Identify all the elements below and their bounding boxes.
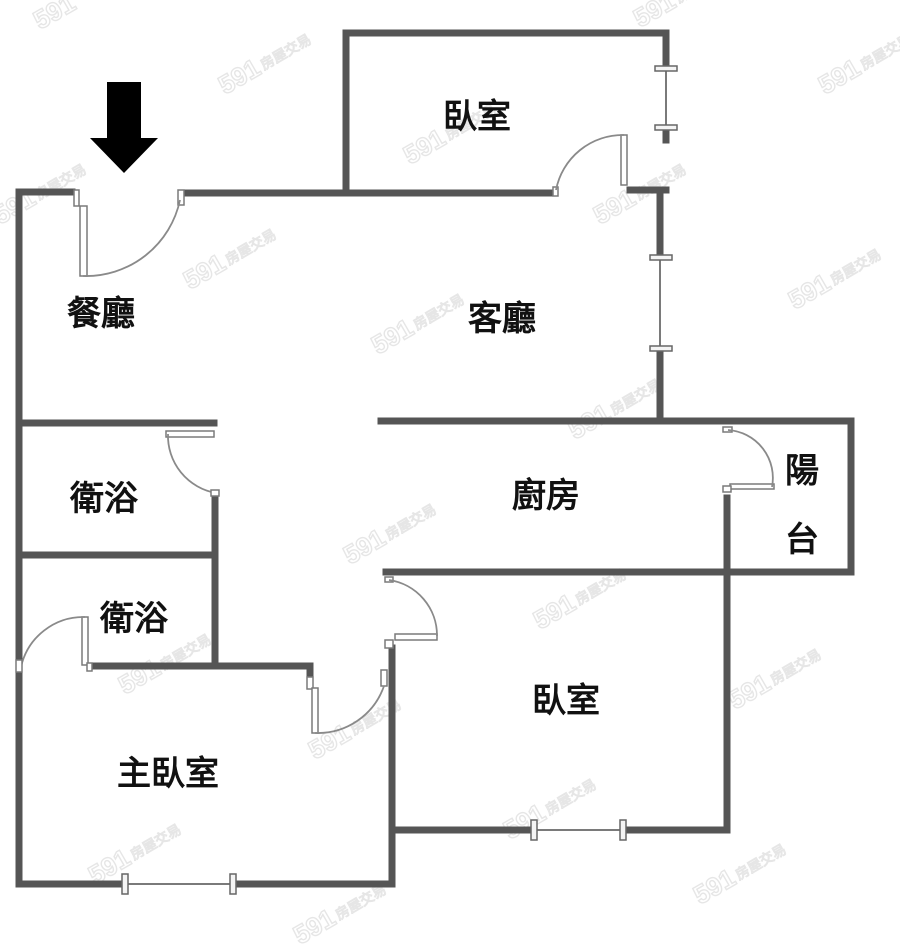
svg-text:房屋交易: 房屋交易 (32, 161, 89, 204)
room-label-bedroom-bottom: 臥室 (532, 681, 600, 721)
room-label-bath-1: 衛浴 (69, 479, 139, 519)
svg-text:房屋交易: 房屋交易 (257, 31, 314, 74)
svg-text:房屋交易: 房屋交易 (767, 646, 824, 689)
room-label-living: 客廳 (468, 299, 536, 339)
entrance-door[interactable] (73, 189, 185, 277)
bedroom-bottom-door[interactable] (384, 576, 438, 649)
svg-text:房屋交易: 房屋交易 (857, 31, 900, 74)
bath-1-door[interactable] (165, 430, 220, 497)
svg-text:房屋交易: 房屋交易 (607, 376, 664, 419)
svg-text:591: 591 (28, 0, 81, 35)
room-label-bedroom-top: 臥室 (443, 97, 511, 137)
balcony-door[interactable] (722, 426, 775, 493)
walls (15, 29, 855, 888)
svg-text:房屋交易: 房屋交易 (410, 291, 467, 334)
svg-text:房屋交易: 房屋交易 (127, 821, 184, 864)
room-label-dining: 餐廳 (67, 294, 135, 334)
bedroom-top-door[interactable] (552, 134, 628, 197)
bath-2-door[interactable] (15, 616, 93, 673)
room-label-master-bedroom: 主臥室 (117, 754, 219, 794)
room-label-kitchen: 廚房 (512, 476, 580, 516)
doors (15, 134, 775, 734)
room-label-balcony-1: 陽 (785, 451, 819, 491)
room-label-balcony-2: 台 (785, 520, 819, 560)
master-bedroom-door[interactable] (306, 669, 388, 734)
svg-text:房屋交易: 房屋交易 (222, 226, 279, 269)
svg-text:房屋交易: 房屋交易 (672, 0, 729, 7)
svg-text:房屋交易: 房屋交易 (827, 246, 884, 289)
down-arrow-icon (90, 82, 158, 173)
windows (121, 65, 678, 895)
svg-text:房屋交易: 房屋交易 (542, 776, 599, 819)
svg-text:房屋交易: 房屋交易 (732, 841, 789, 884)
svg-text:房屋交易: 房屋交易 (382, 501, 439, 544)
room-labels: 臥室 餐廳 客廳 衛浴 衛浴 廚房 陽 台 臥室 主臥室 (67, 97, 819, 794)
svg-text:591: 591 (628, 0, 681, 33)
room-label-bath-2: 衛浴 (99, 599, 169, 639)
